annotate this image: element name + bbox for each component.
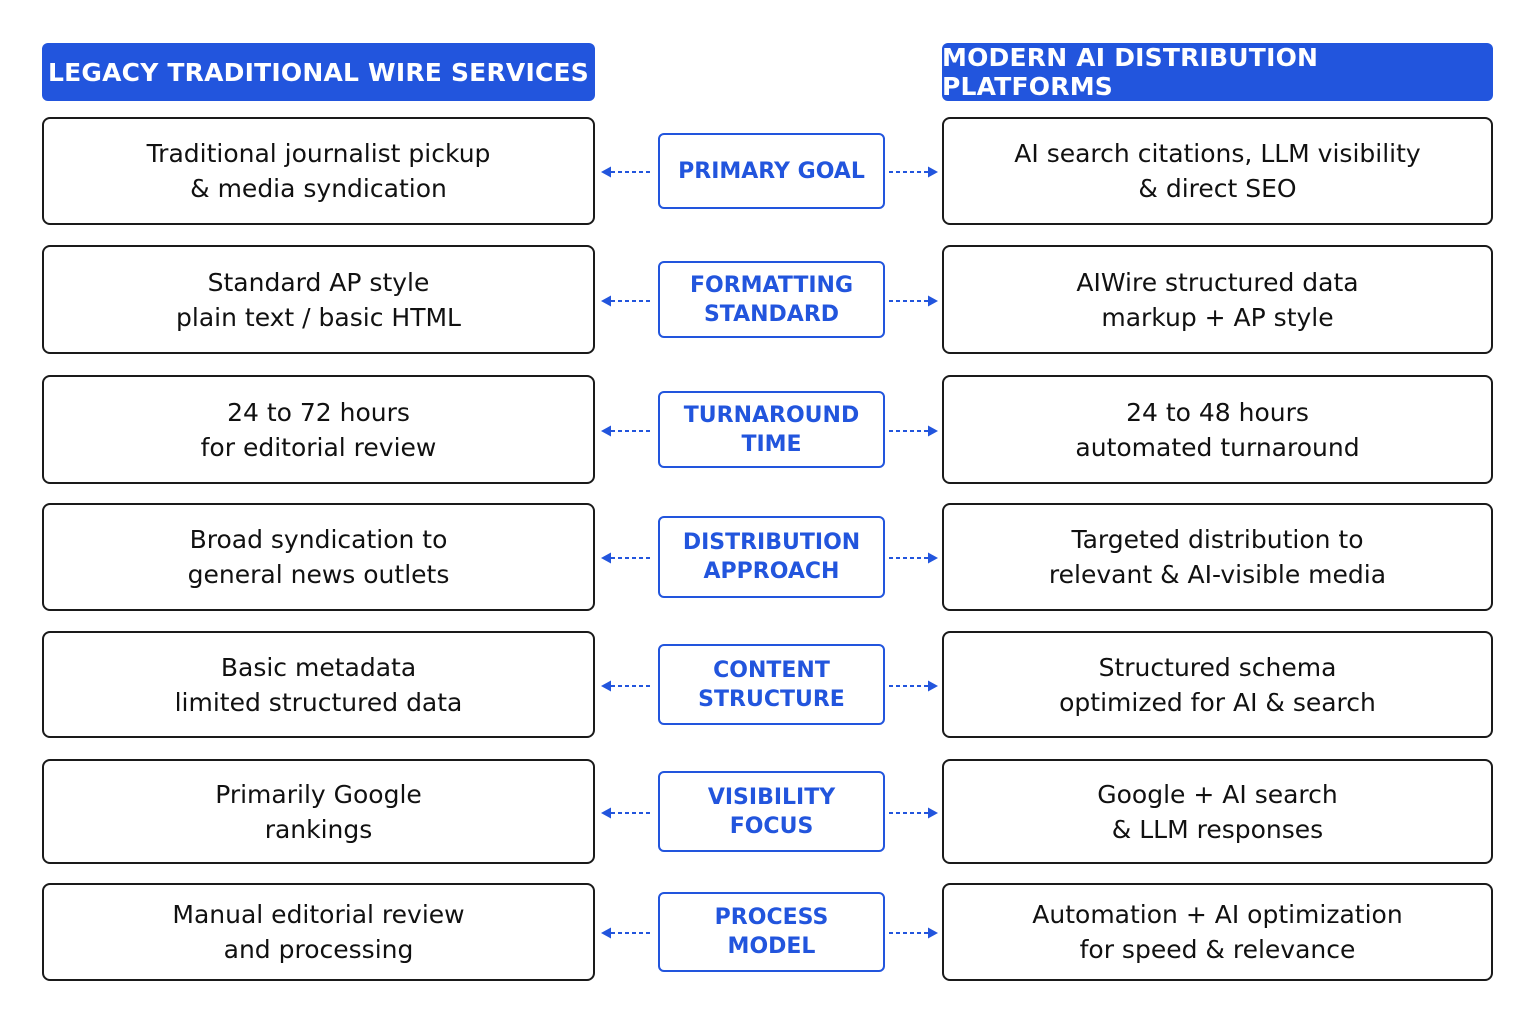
arrow-left-icon bbox=[601, 164, 651, 178]
category-label-process-model-line: MODEL bbox=[727, 934, 816, 959]
category-label-content-structure: CONTENT STRUCTURE bbox=[658, 644, 885, 725]
category-label-process-model-line: PROCESS bbox=[714, 905, 829, 930]
modern-box-process-model-line: Automation + AI optimization bbox=[1032, 900, 1403, 929]
legacy-box-process-model-line: Manual editorial review bbox=[172, 900, 465, 929]
category-label-visibility-focus: VISIBILITY FOCUS bbox=[658, 771, 885, 852]
comparison-row-visibility-focus: Primarily Google rankings Google + AI sear… bbox=[0, 759, 1536, 864]
category-label-turnaround-time: TURNAROUND TIME bbox=[658, 391, 885, 468]
category-label-distribution-approach-line: APPROACH bbox=[703, 559, 840, 584]
legacy-column-header: LEGACY TRADITIONAL WIRE SERVICES bbox=[42, 43, 595, 101]
modern-box-content-structure: Structured schema optimized for AI & sear… bbox=[942, 631, 1493, 738]
legacy-box-content-structure-line: Basic metadata bbox=[220, 652, 417, 682]
arrow-right-icon bbox=[888, 164, 938, 178]
legacy-box-visibility-focus-line: rankings bbox=[264, 814, 373, 844]
modern-box-turnaround-time-line: automated turnaround bbox=[1075, 432, 1360, 462]
category-label-primary-goal-line: PRIMARY GOAL bbox=[678, 158, 865, 184]
comparison-row-formatting-standard: Standard AP style plain text / basic HTML… bbox=[0, 245, 1536, 354]
legacy-box-content-structure-line: limited structured data bbox=[174, 687, 463, 717]
modern-box-primary-goal: AI search citations, LLM visibility & dir… bbox=[942, 117, 1493, 225]
arrow-right-icon bbox=[888, 925, 938, 939]
modern-box-formatting-standard: AIWire structured data markup + AP style bbox=[942, 245, 1493, 354]
category-label-distribution-approach: DISTRIBUTION APPROACH bbox=[658, 516, 885, 598]
category-label-process-model: PROCESS MODEL bbox=[658, 892, 885, 972]
modern-box-turnaround-time-line: 24 to 48 hours bbox=[1126, 397, 1309, 427]
category-label-visibility-focus-line: VISIBILITY bbox=[707, 784, 836, 810]
modern-box-turnaround-time: 24 to 48 hours automated turnaround bbox=[942, 375, 1493, 484]
comparison-row-process-model: Manual editorial review and processing Aut… bbox=[0, 883, 1536, 981]
comparison-row-primary-goal: Traditional journalist pickup & media syn… bbox=[0, 117, 1536, 225]
legacy-box-visibility-focus-line: Primarily Google bbox=[215, 779, 422, 809]
legacy-box-turnaround-time-line: for editorial review bbox=[200, 432, 437, 462]
category-label-formatting-standard-line: FORMATTING bbox=[689, 272, 854, 298]
legacy-box-formatting-standard: Standard AP style plain text / basic HTML bbox=[42, 245, 595, 354]
arrow-right-icon bbox=[888, 550, 938, 564]
legacy-box-formatting-standard-line: Standard AP style bbox=[207, 267, 430, 297]
modern-box-distribution-approach: Targeted distribution to relevant & AI-vi… bbox=[942, 503, 1493, 611]
arrow-left-icon bbox=[601, 678, 651, 692]
legacy-box-turnaround-time-line: 24 to 72 hours bbox=[227, 397, 410, 427]
legacy-box-formatting-standard-line: plain text / basic HTML bbox=[176, 302, 461, 332]
legacy-box-visibility-focus: Primarily Google rankings bbox=[42, 759, 595, 864]
modern-box-visibility-focus: Google + AI search & LLM responses bbox=[942, 759, 1493, 864]
category-label-formatting-standard: FORMATTING STANDARD bbox=[658, 261, 885, 338]
modern-box-primary-goal-line: AI search citations, LLM visibility bbox=[1014, 139, 1421, 168]
modern-box-content-structure-line: Structured schema bbox=[1098, 652, 1337, 682]
category-label-content-structure-line: STRUCTURE bbox=[698, 686, 845, 712]
modern-box-content-structure-line: optimized for AI & search bbox=[1059, 687, 1376, 717]
arrow-left-icon bbox=[601, 550, 651, 564]
modern-column-header: MODERN AI DISTRIBUTION PLATFORMS bbox=[942, 43, 1493, 101]
category-label-formatting-standard-line: STANDARD bbox=[703, 301, 840, 327]
legacy-box-content-structure: Basic metadata limited structured data bbox=[42, 631, 595, 738]
category-label-content-structure-line: CONTENT bbox=[713, 657, 830, 683]
legacy-box-distribution-approach-line: general news outlets bbox=[187, 560, 450, 589]
arrow-right-icon bbox=[888, 805, 938, 819]
modern-box-process-model: Automation + AI optimization for speed & … bbox=[942, 883, 1493, 981]
modern-box-formatting-standard-line: AIWire structured data bbox=[1076, 267, 1359, 297]
modern-box-formatting-standard-line: markup + AP style bbox=[1101, 302, 1334, 332]
category-label-turnaround-time-line: TURNAROUND bbox=[683, 402, 860, 428]
legacy-box-turnaround-time: 24 to 72 hours for editorial review bbox=[42, 375, 595, 484]
category-label-distribution-approach-line: DISTRIBUTION bbox=[682, 530, 861, 555]
legacy-box-primary-goal: Traditional journalist pickup & media syn… bbox=[42, 117, 595, 225]
modern-box-distribution-approach-line: Targeted distribution to bbox=[1071, 525, 1364, 554]
arrow-left-icon bbox=[601, 805, 651, 819]
modern-box-distribution-approach-line: relevant & AI-visible media bbox=[1048, 560, 1387, 589]
category-label-primary-goal: PRIMARY GOAL bbox=[658, 133, 885, 209]
arrow-left-icon bbox=[601, 293, 651, 307]
arrow-right-icon bbox=[888, 293, 938, 307]
modern-box-process-model-line: for speed & relevance bbox=[1079, 935, 1356, 964]
comparison-row-distribution-approach: Broad syndication to general news outlets… bbox=[0, 503, 1536, 611]
legacy-box-primary-goal-line: & media syndication bbox=[190, 174, 447, 203]
legacy-box-process-model: Manual editorial review and processing bbox=[42, 883, 595, 981]
category-label-turnaround-time-line: TIME bbox=[741, 431, 802, 457]
legacy-box-distribution-approach: Broad syndication to general news outlets bbox=[42, 503, 595, 611]
modern-box-primary-goal-line: & direct SEO bbox=[1138, 174, 1297, 203]
comparison-row-content-structure: Basic metadata limited structured data Str… bbox=[0, 631, 1536, 738]
category-label-visibility-focus-line: FOCUS bbox=[729, 813, 814, 839]
legacy-box-distribution-approach-line: Broad syndication to bbox=[189, 525, 448, 554]
legacy-box-primary-goal-line: Traditional journalist pickup bbox=[146, 139, 491, 168]
modern-box-visibility-focus-line: & LLM responses bbox=[1111, 814, 1324, 844]
arrow-left-icon bbox=[601, 423, 651, 437]
arrow-right-icon bbox=[888, 423, 938, 437]
arrow-right-icon bbox=[888, 678, 938, 692]
modern-box-visibility-focus-line: Google + AI search bbox=[1097, 779, 1338, 809]
arrow-left-icon bbox=[601, 925, 651, 939]
legacy-box-process-model-line: and processing bbox=[223, 935, 414, 964]
